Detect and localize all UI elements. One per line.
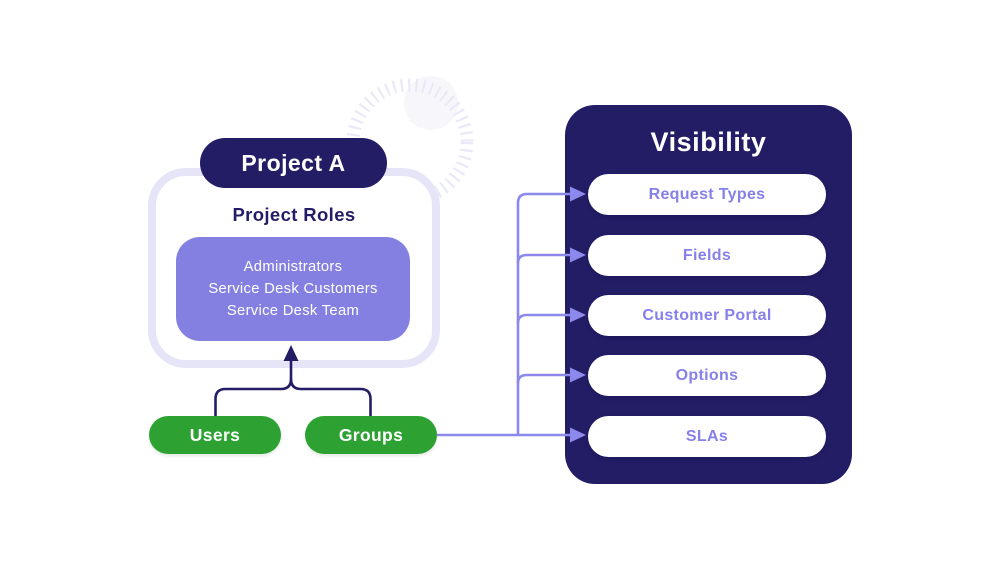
groups-label: Groups bbox=[338, 424, 404, 445]
visibility-title: Visibility bbox=[650, 127, 767, 157]
soft-circle bbox=[404, 76, 458, 130]
visibility-item-slas: SLAs bbox=[588, 416, 826, 457]
visibility-panel: Visibility Request Types Fields Customer… bbox=[565, 105, 852, 484]
visibility-item-customer-portal: Customer Portal bbox=[588, 295, 826, 336]
visibility-item-request-types: Request Types bbox=[588, 174, 826, 215]
project-title-pill: Project A bbox=[200, 138, 387, 188]
project-title-label: Project A bbox=[241, 149, 346, 176]
users-pill: Users bbox=[149, 416, 281, 454]
project-roles-box: Administrators Service Desk Customers Se… bbox=[176, 237, 410, 341]
role-item: Service Desk Customers bbox=[208, 281, 378, 297]
role-item: Administrators bbox=[243, 259, 343, 275]
users-label: Users bbox=[189, 424, 241, 445]
visibility-item-options: Options bbox=[588, 355, 826, 396]
groups-pill: Groups bbox=[305, 416, 437, 454]
project-roles-heading: Project Roles bbox=[232, 204, 356, 225]
role-item: Service Desk Team bbox=[226, 303, 360, 319]
visibility-item-fields: Fields bbox=[588, 235, 826, 276]
